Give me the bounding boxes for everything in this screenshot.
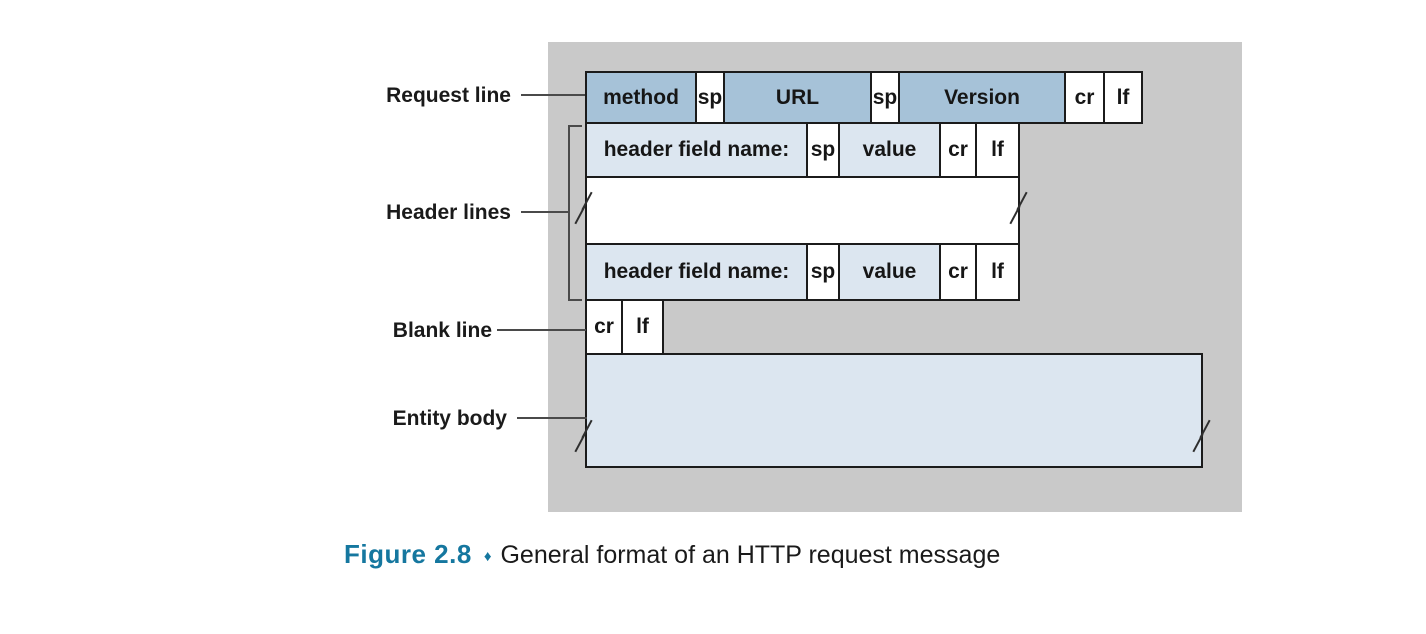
cell-sp-1: sp bbox=[697, 73, 725, 122]
cell-cr: cr bbox=[587, 301, 623, 353]
cell-lf: lf bbox=[1105, 73, 1141, 122]
cell-lf: lf bbox=[623, 301, 662, 353]
cell-lf: lf bbox=[977, 245, 1018, 299]
label-entity-body: Entity body bbox=[392, 407, 507, 430]
label-blank-line: Blank line bbox=[392, 319, 492, 342]
header-line-row-1: header field name: sp value cr lf bbox=[585, 122, 1020, 178]
cell-cr: cr bbox=[1066, 73, 1105, 122]
cell-lf: lf bbox=[977, 124, 1018, 176]
request-line-row: method sp URL sp Version cr lf bbox=[585, 71, 1143, 124]
header-line-row-2: header field name: sp value cr lf bbox=[585, 243, 1020, 301]
cell-sp: sp bbox=[808, 124, 840, 176]
diamond-icon: ♦ bbox=[483, 548, 492, 565]
cell-version: Version bbox=[900, 73, 1066, 122]
cell-cr: cr bbox=[941, 124, 977, 176]
connector-request-line bbox=[521, 94, 585, 96]
cell-sp: sp bbox=[808, 245, 840, 299]
break-marks-icon bbox=[1009, 191, 1030, 227]
connector-header-lines bbox=[521, 211, 568, 213]
header-lines-bracket bbox=[568, 125, 582, 301]
label-header-lines: Header lines bbox=[386, 201, 511, 224]
figure-caption: Figure 2.8 ♦ General format of an HTTP req… bbox=[344, 539, 1000, 572]
break-marks-icon bbox=[574, 419, 595, 455]
cell-method: method bbox=[587, 73, 697, 122]
cell-header-field-name: header field name: bbox=[587, 245, 808, 299]
cell-value: value bbox=[840, 245, 941, 299]
connector-blank-line bbox=[497, 329, 586, 331]
cell-header-field-name: header field name: bbox=[587, 124, 808, 176]
figure-caption-text: General format of an HTTP request messag… bbox=[500, 541, 1001, 569]
figure-caption-number: Figure 2.8 bbox=[344, 539, 472, 569]
cell-cr: cr bbox=[941, 245, 977, 299]
connector-entity-body bbox=[517, 417, 587, 419]
blank-line-row: cr lf bbox=[585, 299, 664, 355]
entity-body-box bbox=[585, 353, 1203, 468]
break-marks-icon bbox=[1192, 419, 1213, 455]
header-lines-continuation-box bbox=[585, 176, 1020, 245]
label-request-line: Request line bbox=[386, 84, 511, 107]
cell-value: value bbox=[840, 124, 941, 176]
cell-url: URL bbox=[725, 73, 872, 122]
cell-sp-2: sp bbox=[872, 73, 900, 122]
